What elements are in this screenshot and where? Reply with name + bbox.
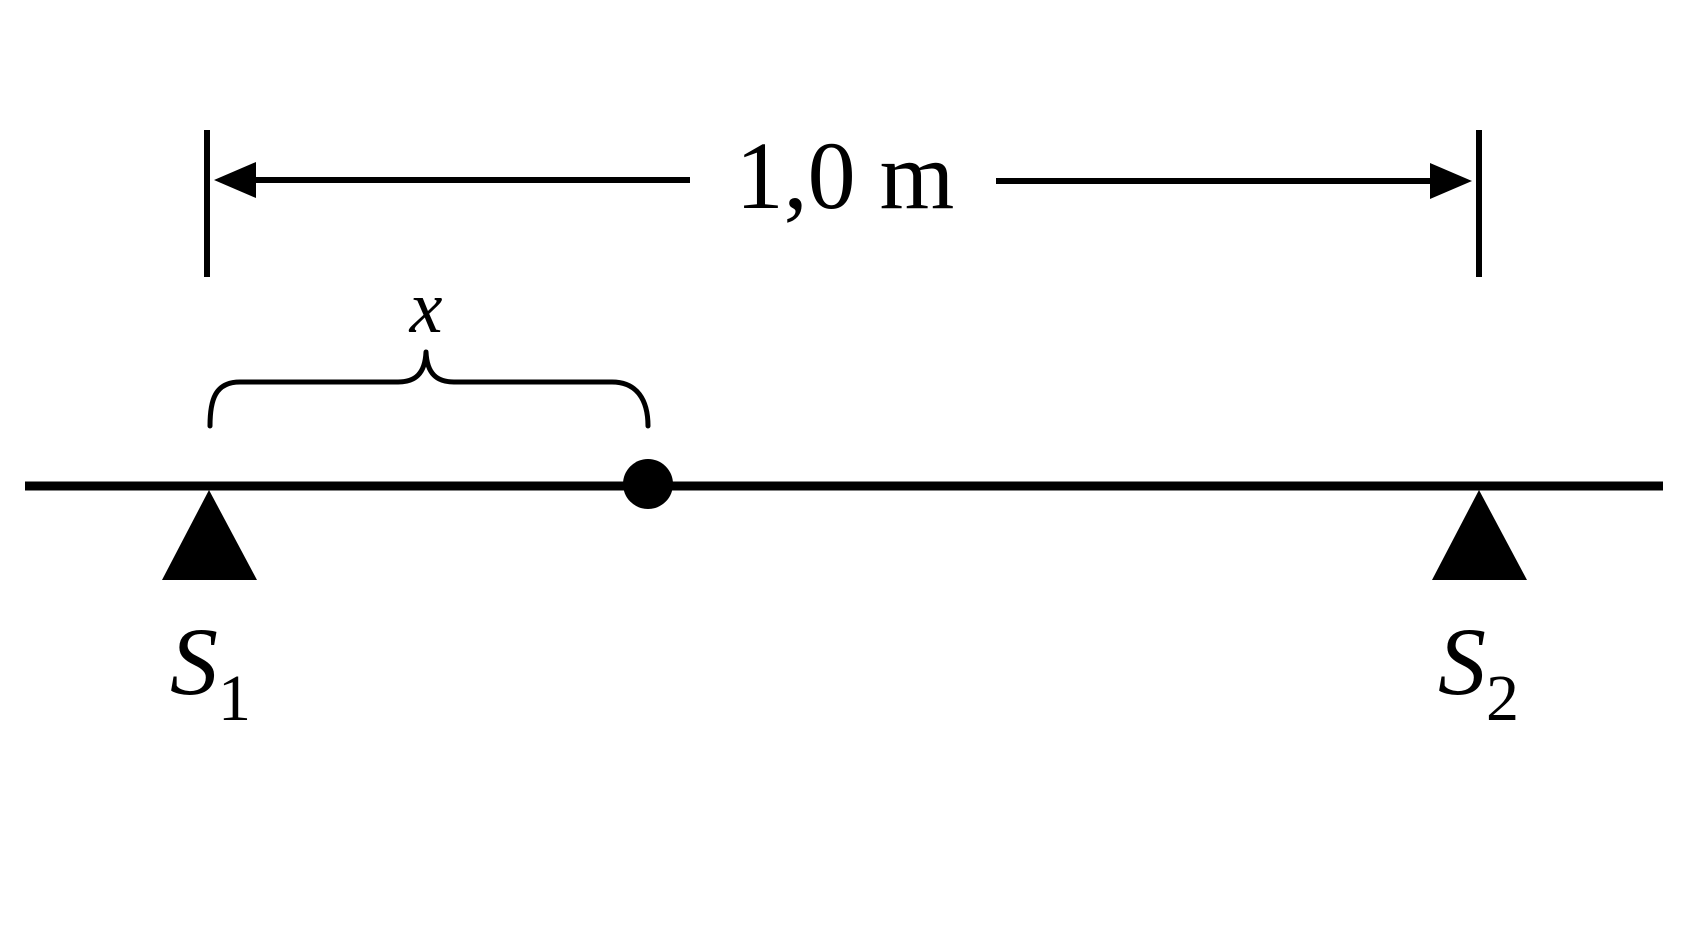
brace-curve bbox=[207, 349, 651, 429]
support-left-label: S1 bbox=[170, 608, 251, 735]
distance-brace: x bbox=[207, 267, 651, 429]
arrowhead-right-icon bbox=[1430, 163, 1472, 199]
length-dimension: 1,0 m bbox=[204, 122, 1482, 277]
support-right-triangle bbox=[1432, 490, 1527, 580]
distance-label: x bbox=[409, 267, 443, 349]
support-right-label: S2 bbox=[1438, 608, 1519, 735]
arrowhead-left-icon bbox=[214, 162, 256, 198]
length-label: 1,0 m bbox=[736, 122, 955, 229]
support-right-letter: S bbox=[1438, 608, 1486, 715]
point-marker bbox=[623, 459, 673, 509]
support-right-subscript: 2 bbox=[1486, 662, 1519, 735]
support-left-triangle bbox=[162, 490, 257, 580]
support-left-letter: S bbox=[170, 608, 218, 715]
support-left-subscript: 1 bbox=[218, 662, 251, 735]
